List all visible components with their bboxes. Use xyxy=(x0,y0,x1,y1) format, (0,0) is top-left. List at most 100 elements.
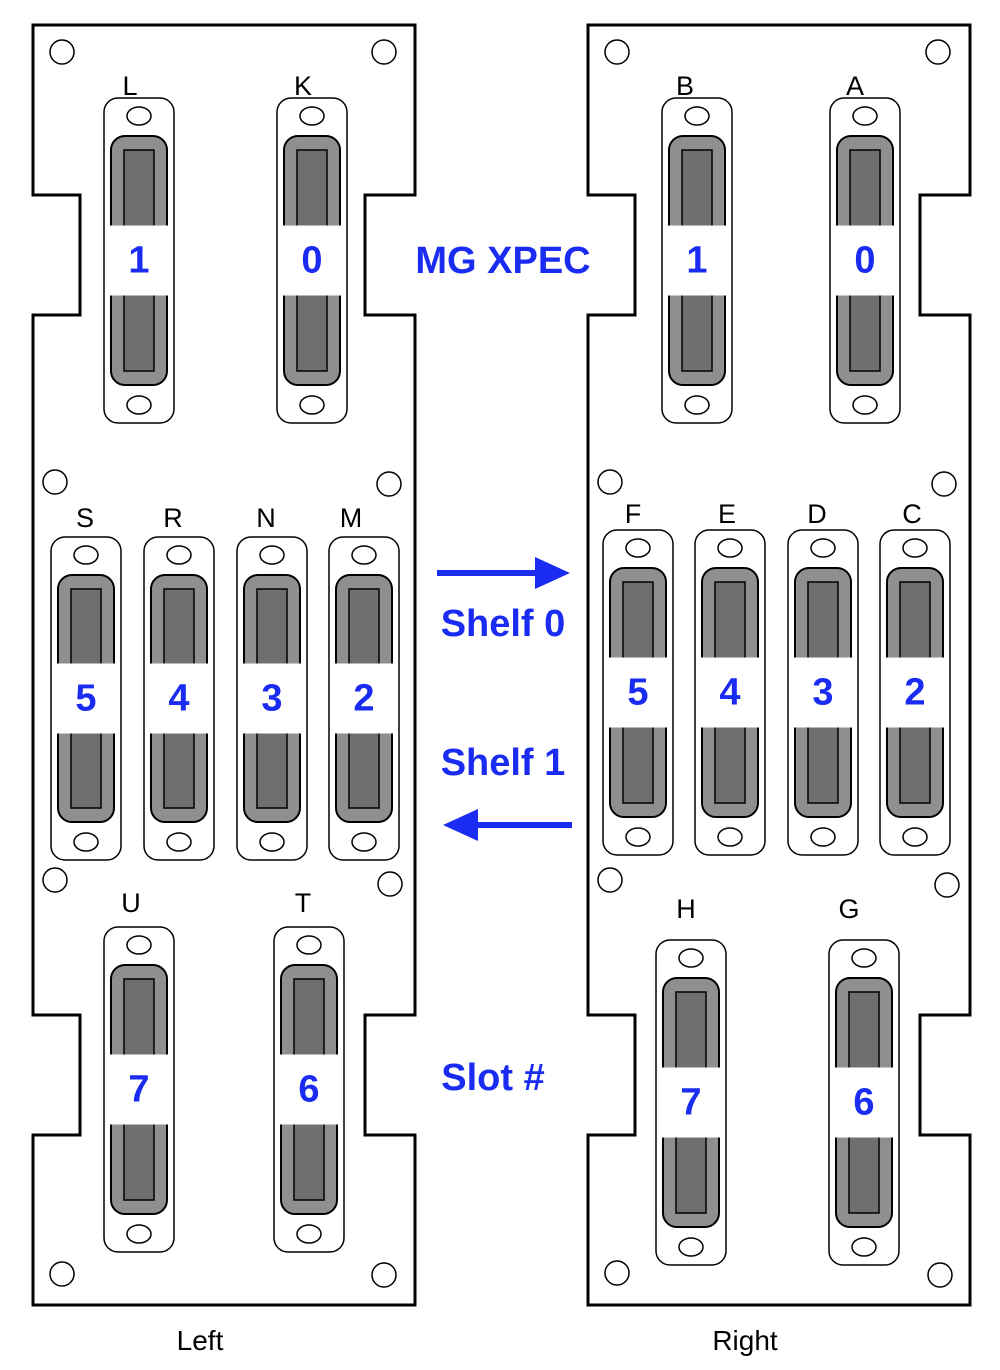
connector-screw-hole xyxy=(902,538,928,558)
slot-label-band xyxy=(700,657,760,728)
connector-letter: D xyxy=(807,499,827,529)
slot-label-band xyxy=(334,663,394,734)
mounting-hole xyxy=(604,1260,630,1286)
connector-screw-hole xyxy=(852,395,878,415)
mounting-hole xyxy=(377,871,403,897)
connector-screw-hole xyxy=(351,832,377,852)
connector-letter: N xyxy=(256,503,276,533)
connector-screw-hole xyxy=(296,1224,322,1244)
slot-number: 6 xyxy=(853,1082,874,1124)
shelf1-arrow xyxy=(443,809,572,841)
connector-letter: M xyxy=(340,503,363,533)
slot-label-band xyxy=(149,663,209,734)
shelf0-arrow-head xyxy=(535,557,570,589)
connector-left-L: 1L xyxy=(103,71,175,424)
right-panel-name: Right xyxy=(712,1325,778,1356)
connector-screw-hole xyxy=(678,948,704,968)
slot-number: 3 xyxy=(812,672,833,714)
connector-letter: F xyxy=(625,499,642,529)
connector-letter: T xyxy=(295,888,312,918)
mounting-hole xyxy=(597,469,623,495)
slot-number-label: Slot # xyxy=(441,1057,544,1099)
slot-label-band xyxy=(885,657,945,728)
connector-screw-hole xyxy=(166,545,192,565)
connector-screw-hole xyxy=(299,106,325,126)
mounting-hole xyxy=(934,872,960,898)
mounting-hole xyxy=(371,1262,397,1288)
shelf1-arrow-head xyxy=(443,809,478,841)
connector-letter: K xyxy=(294,71,312,101)
connector-right-D: 3D xyxy=(787,499,859,856)
connector-letter: A xyxy=(846,71,864,101)
connector-screw-hole xyxy=(678,1237,704,1257)
connector-screw-hole xyxy=(810,538,836,558)
mounting-hole xyxy=(42,469,68,495)
connector-screw-hole xyxy=(684,395,710,415)
slot-label-band xyxy=(282,225,342,296)
connector-left-N: 3N xyxy=(236,503,308,861)
connector-screw-hole xyxy=(625,538,651,558)
mounting-holes xyxy=(42,39,960,1288)
slot-label-band xyxy=(793,657,853,728)
connector-right-A: 0A xyxy=(829,71,901,424)
connector-letter: S xyxy=(76,503,94,533)
slot-label-band xyxy=(834,1067,894,1138)
connector-screw-hole xyxy=(852,106,878,126)
slot-label-band xyxy=(56,663,116,734)
connector-left-T: 6T xyxy=(273,888,345,1253)
connector-screw-hole xyxy=(810,827,836,847)
slot-number: 1 xyxy=(128,240,149,282)
connector-screw-hole xyxy=(259,545,285,565)
slot-label-band xyxy=(835,225,895,296)
connector-screw-hole xyxy=(126,395,152,415)
connector-letter: C xyxy=(902,499,922,529)
connector-right-H: 7H xyxy=(655,894,727,1266)
mounting-hole xyxy=(925,39,951,65)
connector-screw-hole xyxy=(73,545,99,565)
slot-number: 7 xyxy=(128,1069,149,1111)
slot-number: 0 xyxy=(854,240,875,282)
slot-label-band xyxy=(109,225,169,296)
slot-number: 0 xyxy=(301,240,322,282)
slot-label-band xyxy=(242,663,302,734)
slot-number: 3 xyxy=(261,678,282,720)
connector-screw-hole xyxy=(902,827,928,847)
slot-number: 2 xyxy=(904,672,925,714)
connector-screw-hole xyxy=(73,832,99,852)
slot-label-band xyxy=(279,1054,339,1125)
connector-left-R: 4R xyxy=(143,503,215,861)
slot-label-band xyxy=(109,1054,169,1125)
slot-label-band xyxy=(608,657,668,728)
shelf0-label: Shelf 0 xyxy=(441,603,566,645)
connector-screw-hole xyxy=(126,1224,152,1244)
connector-screw-hole xyxy=(625,827,651,847)
connector-screw-hole xyxy=(296,935,322,955)
connector-left-M: 2M xyxy=(328,503,400,861)
connector-screw-hole xyxy=(126,106,152,126)
connector-screw-hole xyxy=(717,538,743,558)
connector-screw-hole xyxy=(717,827,743,847)
slot-number: 5 xyxy=(627,672,648,714)
connector-right-E: 4E xyxy=(694,499,766,856)
mounting-hole xyxy=(597,867,623,893)
mg-xpec-label: MG XPEC xyxy=(415,240,590,282)
slot-number: 6 xyxy=(298,1069,319,1111)
slot-number: 4 xyxy=(168,678,189,720)
connector-letter: B xyxy=(676,71,694,101)
connector-screw-hole xyxy=(851,948,877,968)
mounting-hole xyxy=(42,867,68,893)
left-panel-name: Left xyxy=(177,1325,224,1356)
connector-right-F: 5F xyxy=(602,499,674,856)
connector-screw-hole xyxy=(166,832,192,852)
slot-number: 1 xyxy=(686,240,707,282)
connector-letter: G xyxy=(838,894,859,924)
connector-letter: R xyxy=(163,503,183,533)
connector-letter: L xyxy=(122,71,137,101)
slot-number: 2 xyxy=(353,678,374,720)
connector-screw-hole xyxy=(259,832,285,852)
mounting-hole xyxy=(371,39,397,65)
connector-screw-hole xyxy=(126,935,152,955)
connector-right-B: 1B xyxy=(661,71,733,424)
mounting-hole xyxy=(376,471,402,497)
